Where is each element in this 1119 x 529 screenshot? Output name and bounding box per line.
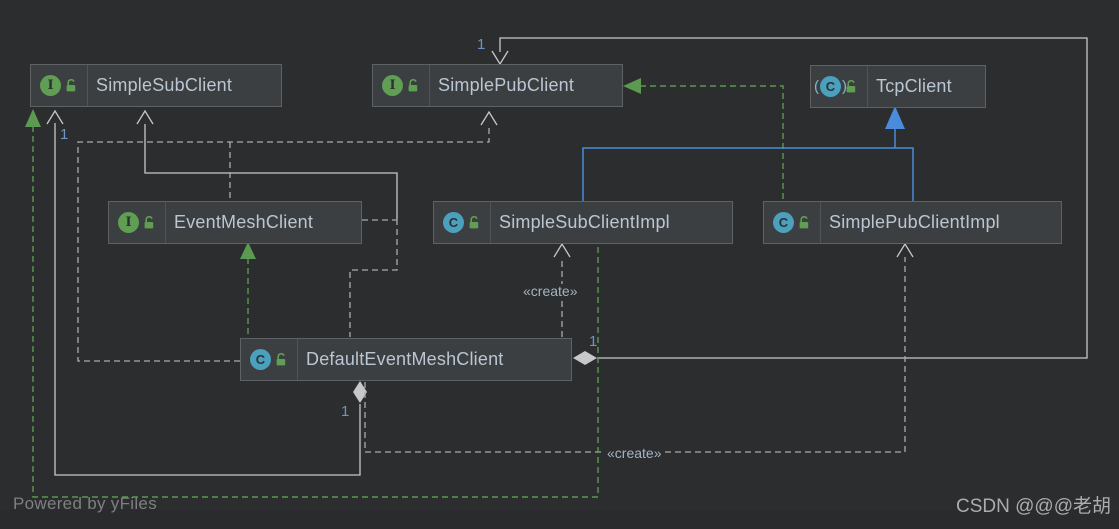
- arrowhead-open-simplepubclient-dep: [480, 110, 498, 126]
- edge-association-eventmesh-simplesub: [144, 124, 398, 219]
- node-icon-cell: I: [109, 202, 166, 243]
- unlocked-icon: [144, 216, 154, 229]
- edge-dependency-to-defaulteventmesh-top: [349, 219, 398, 337]
- node-icon-cell: C: [434, 202, 491, 243]
- arrowhead-open-simplesubclientimpl: [553, 242, 571, 258]
- class-name: DefaultEventMeshClient: [306, 349, 504, 369]
- create-label-pubimpl: «create»: [605, 445, 664, 461]
- unlocked-icon: [469, 216, 479, 229]
- unlocked-icon: [66, 79, 76, 92]
- class-name: EventMeshClient: [174, 212, 314, 232]
- node-icon-cell: I: [373, 65, 430, 106]
- class-node-eventmeshclient[interactable]: I EventMeshClient: [108, 201, 362, 244]
- icon-letter: I: [389, 78, 396, 93]
- class-name: SimpleSubClient: [96, 75, 233, 95]
- csdn-watermark: CSDN @@@老胡: [956, 496, 1111, 517]
- arrowhead-implements-eventmeshclient: [240, 242, 256, 259]
- node-icon-cell: I: [31, 65, 88, 106]
- class-node-defaulteventmeshclient[interactable]: C DefaultEventMeshClient: [240, 338, 572, 381]
- edge-implements-pubimpl-to-pub: [640, 85, 784, 201]
- multiplicity-label: 1: [477, 36, 486, 53]
- arrowhead-extends-tcpclient: [885, 106, 905, 129]
- arrowhead-implements-simplepubclient: [623, 78, 641, 94]
- class-name: SimplePubClientImpl: [829, 212, 1000, 232]
- icon-letter: I: [47, 78, 54, 93]
- footer-band: [0, 510, 1119, 529]
- yfiles-watermark: Powered by yFiles: [13, 494, 157, 513]
- edge-aggregation-to-simplesubclient: [54, 123, 361, 476]
- edge-extends-merged-horizontal: [582, 147, 914, 201]
- create-label-subimpl: «create»: [521, 283, 580, 299]
- class-icon: C: [773, 212, 794, 233]
- class-node-tcpclient[interactable]: C TcpClient: [810, 65, 986, 108]
- node-icon-cell: C: [764, 202, 821, 243]
- class-name: SimpleSubClientImpl: [499, 212, 670, 232]
- arrowhead-implements-simplesubclient: [25, 109, 41, 127]
- class-node-simplesubclient[interactable]: I SimpleSubClient: [30, 64, 282, 107]
- arrowhead-open-simplesubclient-assoc: [136, 109, 154, 125]
- abstract-class-icon: C: [820, 76, 841, 97]
- aggregation-diamond-bottom: [353, 381, 367, 403]
- icon-letter: I: [125, 215, 132, 230]
- multiplicity-label: 1: [60, 126, 69, 143]
- class-node-simplepubclientimpl[interactable]: C SimplePubClientImpl: [763, 201, 1062, 244]
- icon-letter: C: [448, 215, 459, 230]
- multiplicity-label: 1: [341, 403, 350, 420]
- multiplicity-label: 1: [589, 333, 598, 350]
- unlocked-icon: [799, 216, 809, 229]
- aggregation-diamond-right: [573, 351, 597, 365]
- node-icon-cell: C: [811, 66, 868, 107]
- arrowhead-open-simplepubclient-agg: [491, 50, 509, 66]
- interface-icon: I: [382, 75, 403, 96]
- class-name: SimplePubClient: [438, 75, 575, 95]
- node-icon-cell: C: [241, 339, 298, 380]
- edge-aggregation-to-simplepubclient: [499, 37, 1088, 359]
- unlocked-icon: [846, 80, 856, 93]
- class-icon: C: [250, 349, 271, 370]
- interface-icon: I: [40, 75, 61, 96]
- icon-letter: C: [255, 352, 266, 367]
- edge-implements-subimpl-to-sub: [32, 126, 599, 498]
- class-node-simplepubclient[interactable]: I SimplePubClient: [372, 64, 623, 107]
- icon-letter: C: [778, 215, 789, 230]
- unlocked-icon: [408, 79, 418, 92]
- unlocked-icon: [276, 353, 286, 366]
- arrowhead-open-simplesubclient-agg: [46, 109, 64, 125]
- class-icon: C: [443, 212, 464, 233]
- arrowhead-open-simplepubclientimpl: [896, 242, 914, 258]
- class-node-simplesubclientimpl[interactable]: C SimpleSubClientImpl: [433, 201, 733, 244]
- class-name: TcpClient: [876, 76, 952, 96]
- interface-icon: I: [118, 212, 139, 233]
- icon-letter: C: [825, 79, 836, 94]
- edge-dependency-left-loop: [77, 126, 490, 362]
